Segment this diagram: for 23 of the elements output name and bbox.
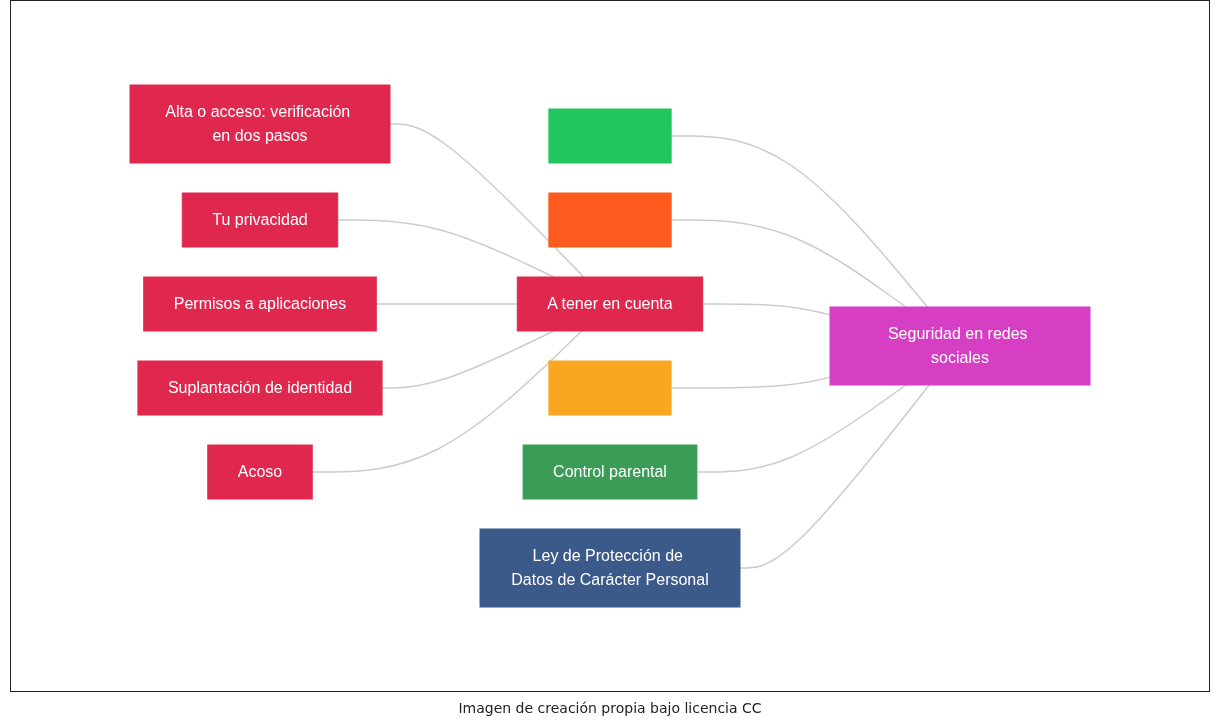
node-box: Alta o acceso: verificación en dos pasos [129, 84, 391, 164]
caption: Imagen de creación propia bajo licencia CC [458, 699, 762, 718]
connector [696, 384, 907, 473]
connector [670, 219, 907, 308]
connector [389, 123, 585, 278]
connector [670, 135, 929, 308]
connector [311, 330, 583, 473]
node-box: Acoso [207, 444, 313, 500]
connector [670, 376, 831, 389]
connector [739, 384, 930, 569]
node-box [548, 192, 672, 248]
node-box: Permisos a aplicaciones [143, 276, 377, 332]
node-box: A tener en cuenta [516, 276, 704, 332]
node-box: Tu privacidad [181, 192, 339, 248]
node-box: Seguridad en redes sociales [829, 306, 1091, 386]
connector [701, 303, 831, 316]
node-box [548, 108, 672, 164]
node-box: Suplantación de identidad [137, 360, 383, 416]
node-box: Ley de Protección de Datos de Carácter Personal [479, 528, 741, 608]
connector [337, 219, 555, 278]
node-box: Control parental [522, 444, 698, 500]
node-box [548, 360, 672, 416]
connector [375, 303, 519, 305]
